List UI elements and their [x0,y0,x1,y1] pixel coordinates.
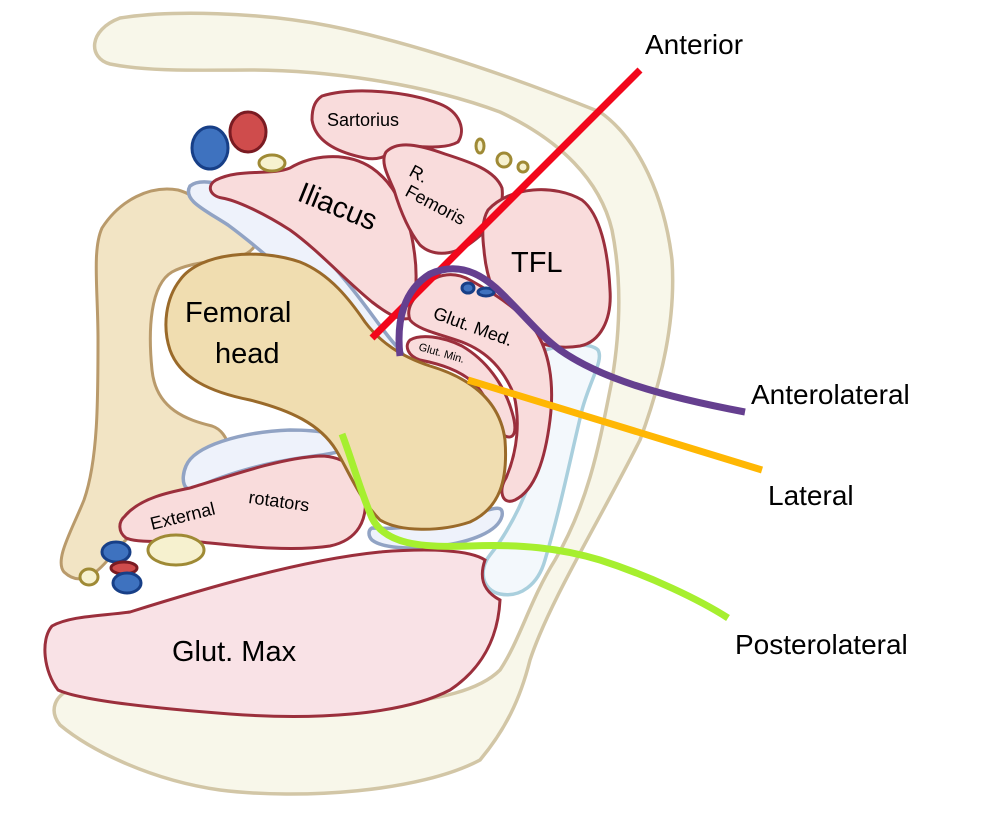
label-anterolateral: Anterolateral [751,379,910,410]
femoral-vein [190,125,230,171]
approach-line-anterolateral [395,265,746,416]
superior-gluteal-vessel-2 [476,286,496,298]
gluteus-maximus [43,548,502,718]
lateral-cutaneous-nerve-1 [474,137,486,155]
label-femoral-head-1: Femoral [185,297,291,329]
approach-line-posterolateral [338,432,730,621]
inferior-gluteal-vein-1 [100,540,132,564]
lateral-cutaneous-nerve-3 [516,160,530,174]
femoral-head [164,252,508,531]
label-anterior: Anterior [645,29,743,60]
approach-line-lateral [466,376,764,474]
label-lateral: Lateral [768,480,854,511]
label-sartorius: Sartorius [327,110,399,130]
femoral-nerve [257,153,287,173]
sciatic-nerve [146,533,206,567]
inferior-gluteal-vein-2 [111,571,143,595]
lateral-cutaneous-nerve-2 [495,151,513,169]
superior-gluteal-vessel-1 [460,281,476,295]
external-rotators [118,454,368,551]
label-posterolateral: Posterolateral [735,629,908,660]
label-tfl: TFL [511,247,563,279]
approach-line-anterior [369,67,643,341]
label-femoral-head-2: head [215,338,280,370]
label-glut-max: Glut. Max [172,636,297,668]
posterior-cutaneous-nerve [78,567,100,587]
femoral-artery [228,110,268,154]
